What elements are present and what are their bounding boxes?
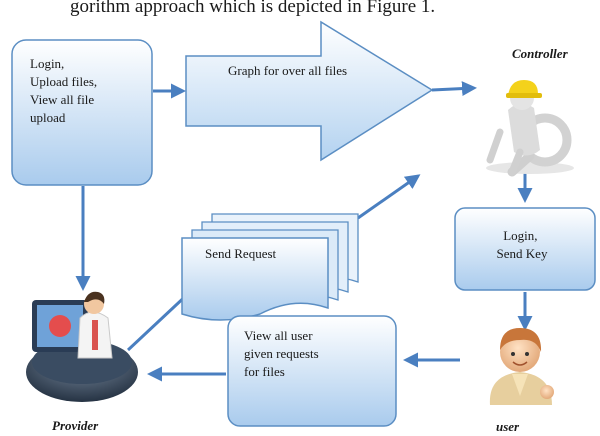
login-send-key-text: Login, Send Key [497,228,548,261]
user-avatar-icon [489,328,554,405]
view-requests-box [227,315,397,427]
controller-figure-icon [486,80,574,177]
controller-label: Controller [512,46,569,61]
caption-fragment: gorithm approach which is depicted in Fi… [70,0,435,17]
login-send-key-box [454,207,596,291]
provider-actions-text: Login, Upload files, View all file uploa… [30,56,100,125]
send-request-label: Send Request [205,246,277,261]
provider-label: Provider [52,418,99,433]
graph-arrow-label: Graph for over all files [228,63,347,78]
graph-big-arrow [185,20,434,162]
send-request-documents [181,213,359,321]
view-requests-text: View all user given requests for files [244,328,322,379]
arrow-send-request-to-controller [357,174,421,220]
arrow-graph-to-controller [431,81,477,97]
provider-doctor-icon [26,291,138,402]
arrow-provider-to-send-request [126,290,192,352]
provider-actions-box [11,39,153,186]
user-label: user [496,419,520,434]
